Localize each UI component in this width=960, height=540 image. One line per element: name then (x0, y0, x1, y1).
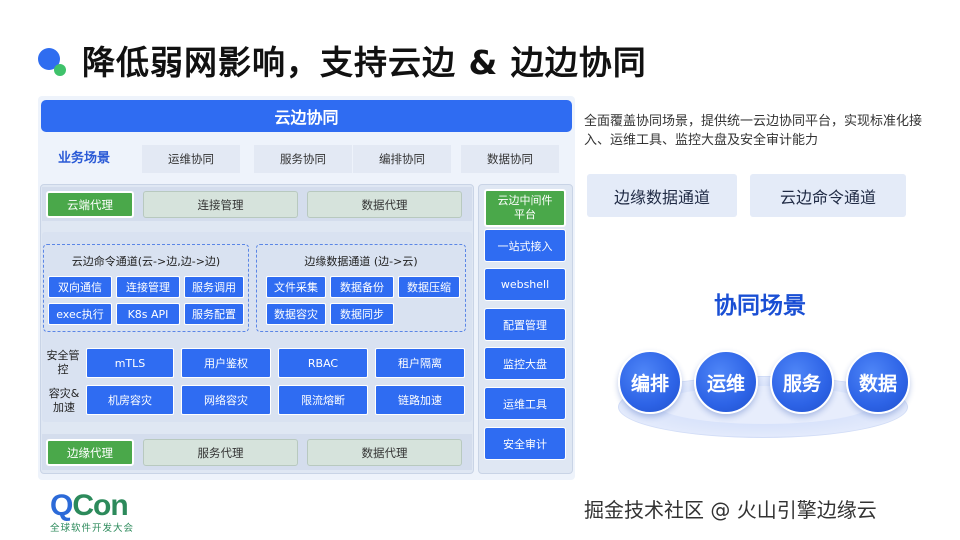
scene-data: 数据协同 (461, 145, 559, 173)
collab-scene-title: 协同场景 (714, 293, 806, 319)
data-item-backup: 数据备份 (330, 276, 394, 298)
dr-link-accel: 链路加速 (375, 385, 465, 415)
mw-one-stop-access: 一站式接入 (484, 229, 566, 262)
middleware-platform-label: 云边中间件平台 (497, 194, 553, 221)
cloud-command-channel: 云边命令通道 (750, 174, 906, 217)
data-item-file-collect: 文件采集 (266, 276, 326, 298)
scene-ops: 运维协同 (142, 145, 240, 173)
edge-agent: 边缘代理 (46, 439, 134, 466)
sec-tenant: 租户隔离 (375, 348, 465, 378)
dr-network: 网络容灾 (181, 385, 271, 415)
edge-data-channel: 边缘数据通道 (587, 174, 737, 217)
data-item-compress: 数据压缩 (398, 276, 460, 298)
cloud-agent: 云端代理 (46, 191, 134, 218)
data-channel-group (256, 244, 466, 332)
cmd-item-bidirectional: 双向通信 (48, 276, 112, 298)
cmd-item-exec: exec执行 (48, 303, 112, 325)
cmd-item-k8s-api: K8s API (116, 303, 180, 325)
page-title: 降低弱网影响，支持云边 & 边边协同 (82, 43, 647, 82)
qcon-logo: QCon (50, 489, 129, 523)
mw-config-management: 配置管理 (484, 308, 566, 341)
command-channel-group (43, 244, 249, 332)
data-proxy-cloud: 数据代理 (307, 191, 462, 218)
bubble-service: 服务 (770, 350, 834, 414)
cloud-collab-bar: 云边协同 (41, 100, 572, 132)
bubble-orchestration: 编排 (618, 350, 682, 414)
scene-orchestration: 编排协同 (353, 145, 451, 173)
dr-datacenter: 机房容灾 (86, 385, 174, 415)
business-scene-label: 业务场景 (58, 151, 111, 166)
security-label: 安全管控 (46, 349, 80, 376)
data-item-dr: 数据容灾 (266, 303, 326, 325)
data-item-sync: 数据同步 (330, 303, 394, 325)
middleware-platform: 云边中间件平台 (484, 189, 566, 227)
cmd-item-connection: 连接管理 (116, 276, 180, 298)
mw-security-audit: 安全审计 (484, 427, 566, 460)
logo-rest: Con (72, 489, 128, 522)
bubble-ops: 运维 (694, 350, 758, 414)
service-proxy: 服务代理 (143, 439, 298, 466)
logo-q: Q (50, 489, 73, 522)
dr-label: 容灾&加速 (48, 387, 80, 414)
data-proxy-edge: 数据代理 (307, 439, 462, 466)
bubble-data: 数据 (846, 350, 910, 414)
description-text: 全面覆盖协同场景，提供统一云边协同平台，实现标准化接入、运维工具、监控大盘及安全… (584, 114, 923, 148)
sec-rbac: RBAC (278, 348, 368, 378)
sec-mtls: mTLS (86, 348, 174, 378)
dr-rate-limit: 限流熔断 (278, 385, 368, 415)
connection-management: 连接管理 (143, 191, 298, 218)
platform-inner-ellipse (658, 386, 870, 424)
command-channel-title: 云边命令通道(云->边,边->边) (71, 255, 221, 268)
watermark-text: 掘金技术社区 @ 火山引擎边缘云 (584, 498, 877, 522)
logo-subtitle: 全球软件开发大会 (50, 523, 135, 534)
data-channel-title: 边缘数据通道 (边->云) (304, 255, 418, 268)
mw-webshell: webshell (484, 268, 566, 301)
mw-monitor-dashboard: 监控大盘 (484, 347, 566, 380)
scene-service: 服务协同 (254, 145, 352, 173)
mw-ops-tools: 运维工具 (484, 387, 566, 420)
sec-auth: 用户鉴权 (181, 348, 271, 378)
cmd-item-service-config: 服务配置 (184, 303, 244, 325)
cmd-item-service-call: 服务调用 (184, 276, 244, 298)
